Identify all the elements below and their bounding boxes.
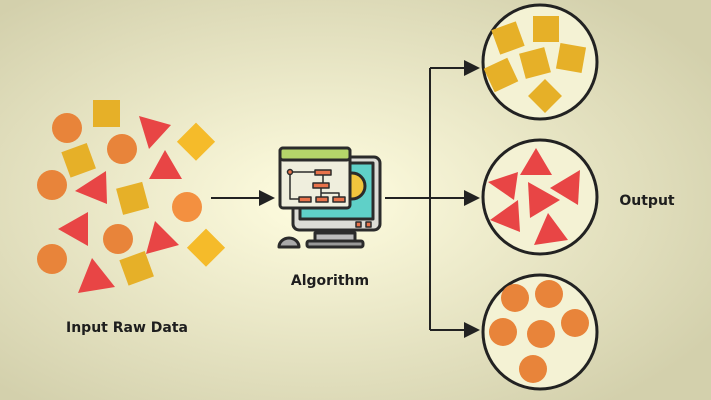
circle-shape [527,320,555,348]
output-triangles-group [481,138,599,256]
square-shape [519,47,551,79]
output-label: Output [619,193,675,209]
circle-shape [535,280,563,308]
circle-shape [489,318,517,346]
triangle-shape [520,148,552,175]
algorithm-label: Algorithm [291,273,369,289]
square-shape [93,100,120,127]
square-shape [116,181,150,215]
square-shape [491,21,525,55]
circle-shape [37,244,67,274]
raw-data-cluster [37,100,226,293]
circle-shape [501,284,529,312]
triangle-shape [75,171,107,204]
triangle-shape [534,213,568,245]
circle-shape [172,192,202,222]
triangle-shape [550,170,580,205]
input-label: Input Raw Data [66,320,188,336]
square-shape [119,250,154,286]
square-shape [176,122,216,161]
output-circles-group [481,273,599,391]
flow-arrows [211,60,480,338]
square-shape [186,228,226,267]
square-shape [555,42,587,74]
output-squares-group [481,3,599,121]
circle-shape [52,113,82,143]
square-shape [61,142,96,178]
circle-shape [519,355,547,383]
triangle-shape [78,258,115,293]
circle-shape [561,309,589,337]
square-shape [483,57,519,93]
triangle-shape [488,172,518,200]
triangle-shape [58,212,88,246]
circle-shape [103,224,133,254]
triangle-shape [149,150,182,179]
circle-shape [107,134,137,164]
triangle-shape [528,182,560,218]
triangle-shape [146,221,179,254]
computer-icon [277,146,382,249]
triangle-shape [139,116,171,149]
triangle-shape [490,200,520,232]
square-shape [533,16,559,42]
circle-shape [37,170,67,200]
